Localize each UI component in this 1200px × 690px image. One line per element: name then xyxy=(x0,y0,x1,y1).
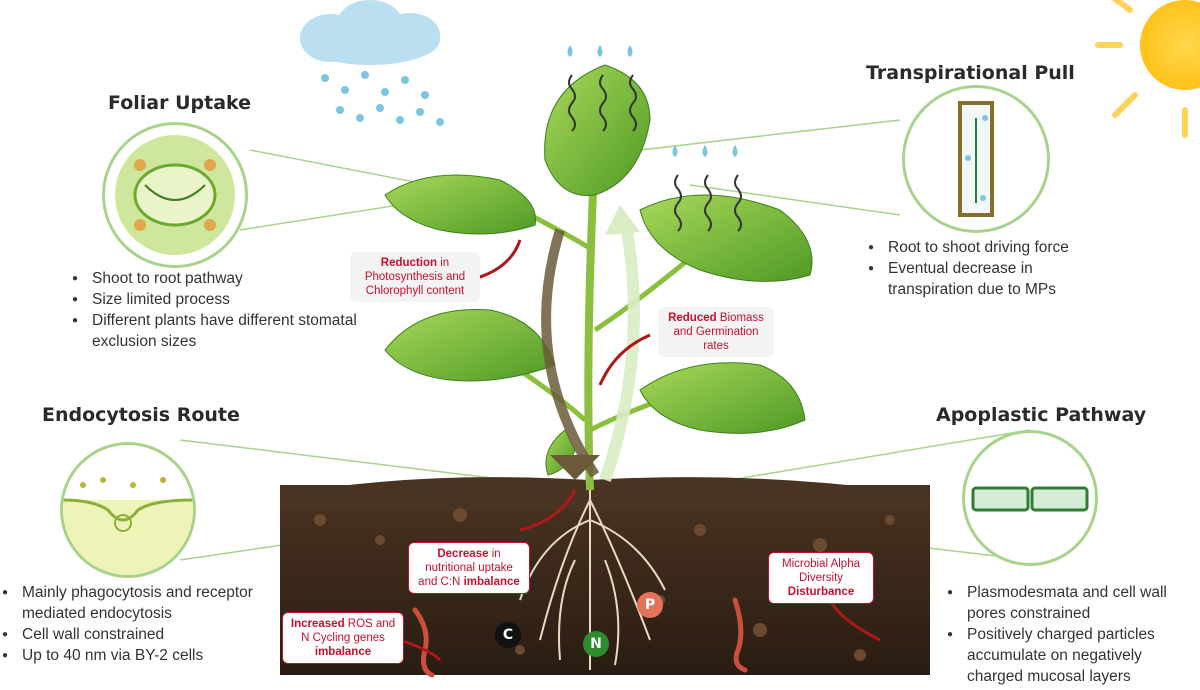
apoplastic-pathway-points: Plasmodesmata and cell wall pores constr… xyxy=(945,582,1195,687)
apoplastic-illustration xyxy=(962,430,1098,566)
endocytosis-illustration xyxy=(60,442,196,578)
list-item: Up to 40 nm via BY-2 cells xyxy=(0,645,270,666)
biomass-callout: Reduced Biomass and Germination rates xyxy=(658,307,774,357)
list-item: Different plants have different stomatal… xyxy=(70,310,360,352)
nutrition-callout: Decrease in nutritional uptake and C:N i… xyxy=(408,542,530,594)
list-item: Size limited process xyxy=(70,289,360,310)
transpirational-pull-title: Transpirational Pull xyxy=(866,62,1075,84)
foliar-uptake-title: Foliar Uptake xyxy=(108,92,252,114)
nitrogen-badge: N xyxy=(583,631,609,657)
endocytosis-route-points: Mainly phagocytosis and receptor mediate… xyxy=(0,582,270,666)
list-item: Positively charged particles accumulate … xyxy=(945,624,1195,687)
photosynthesis-callout: Reduction in Photosynthesis and Chloroph… xyxy=(350,252,480,302)
endocytosis-route-title: Endocytosis Route xyxy=(42,404,240,426)
phosphorus-badge: P xyxy=(637,592,663,618)
list-item: Root to shoot driving force xyxy=(866,237,1116,258)
sun-icon xyxy=(1095,0,1200,138)
rain-cloud-icon xyxy=(300,0,444,126)
carbon-badge: C xyxy=(495,622,521,648)
list-item: Eventual decrease in transpiration due t… xyxy=(866,258,1116,300)
list-item: Cell wall constrained xyxy=(0,624,270,645)
apoplastic-pathway-title: Apoplastic Pathway xyxy=(936,404,1147,426)
foliar-uptake-illustration xyxy=(102,122,248,268)
transpirational-pull-points: Root to shoot driving force Eventual dec… xyxy=(866,237,1116,300)
foliar-uptake-points: Shoot to root pathway Size limited proce… xyxy=(70,268,360,352)
list-item: Shoot to root pathway xyxy=(70,268,360,289)
list-item: Plasmodesmata and cell wall pores constr… xyxy=(945,582,1195,624)
list-item: Mainly phagocytosis and receptor mediate… xyxy=(0,582,270,624)
transpirational-pull-illustration xyxy=(902,85,1050,233)
